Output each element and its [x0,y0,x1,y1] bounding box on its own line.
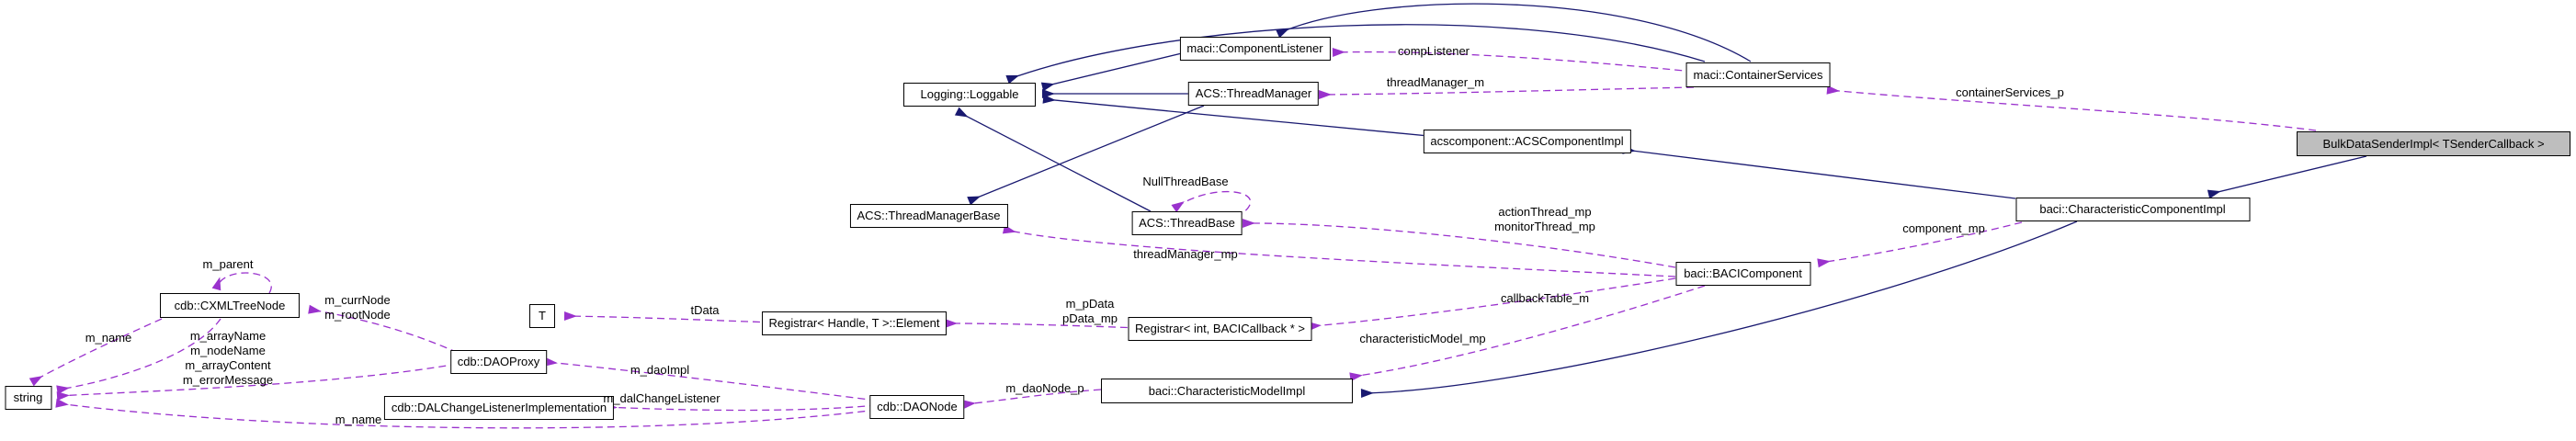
edge-cxmltreenode-uses-string-members [56,318,221,395]
edge-containerservices-inherits-componentlistener [1276,3,1752,62]
edge-bacicomponent-uses-registrar-int [1308,277,1676,332]
class-node-cdb-dao-proxy[interactable]: cdb::DAOProxy [449,350,548,374]
class-node-acscomponent-acs-component-impl[interactable]: acscomponent::ACSComponentImpl [1423,130,1631,153]
class-node-t[interactable]: T [529,304,555,328]
edge-label: m_arrayName m_nodeName m_arrayContent m_… [182,329,274,387]
edge-label: m_pData pData_mp [1062,297,1118,325]
edge-label: component_mp [1902,221,1985,235]
class-node-registrar-handle-t-element[interactable]: Registrar< Handle, T >::Element [761,311,948,335]
class-node-acs-thread-manager-base[interactable]: ACS::ThreadManagerBase [849,204,1008,228]
edge-label: containerServices_p [1956,85,2064,99]
class-node-maci-container-services[interactable]: maci::ContainerServices [1685,62,1831,87]
edge-cxmltreenode-uses-self-mparent [211,272,272,294]
class-node-baci-baci-component[interactable]: baci::BACIComponent [1675,262,1810,286]
edge-label: NullThreadBase [1142,175,1229,188]
edge-label: threadManager_mp [1133,247,1238,261]
class-node-registrar-int-bacicallback[interactable]: Registrar< int, BACICallback * > [1128,317,1312,341]
class-node-cdb-cxml-tree-node[interactable]: cdb::CXMLTreeNode [160,293,300,318]
edge-containerservices-inherits-loggable [1005,24,1706,85]
edge-characteristiccomponentimpl-inherits-acscomponentimpl [1622,144,2016,199]
edge-label: m_daoImpl [630,363,690,377]
edge-bacicomponent-uses-threadbase [1242,219,1676,268]
edge-daonode-uses-string-mname [55,398,878,429]
edge-label: m_dalChangeListener [603,391,721,405]
edge-element-uses-t [563,311,773,323]
edge-threadmanager-inherits-threadmanagerbase [967,105,1205,206]
edge-daonode-uses-dalchangelistener [604,401,878,412]
edge-threadbase-inherits-loggable [954,107,1152,212]
edge-characteristiccomponentimpl-uses-bacicomponent [1817,221,2023,268]
class-node-acs-thread-manager[interactable]: ACS::ThreadManager [1187,82,1320,106]
class-node-baci-characteristic-model-impl[interactable]: baci::CharacteristicModelImpl [1101,379,1353,403]
edge-containerservices-uses-componentlistener [1332,48,1695,73]
edge-label: m_name [335,413,382,426]
class-node-baci-characteristic-component-impl[interactable]: baci::CharacteristicComponentImpl [2015,198,2250,221]
class-node-acs-thread-base[interactable]: ACS::ThreadBase [1131,211,1243,235]
edge-bulkdatasenderimpl-uses-containerservices [1826,85,2317,131]
edge-bacicomponent-uses-threadmanagerbase [1002,224,1676,277]
edge-registrar-int-uses-element [944,318,1140,329]
edge-bulkdatasenderimpl-inherits-characteristiccomponentimpl [2207,155,2367,199]
class-node-logging-loggable[interactable]: Logging::Loggable [903,83,1036,107]
edge-containerservices-uses-threadmanager [1318,86,1695,100]
edge-label: characteristicModel_mp [1359,332,1486,345]
edge-label: threadManager_m [1386,75,1485,89]
edge-label: actionThread_mp monitorThread_mp [1494,205,1595,233]
class-node-cdb-dao-node[interactable]: cdb::DAONode [869,395,965,419]
class-node-maci-component-listener[interactable]: maci::ComponentListener [1179,37,1331,61]
class-node-bulk-data-sender-impl[interactable]: BulkDataSenderImpl< TSenderCallback > [2297,131,2570,156]
edge-label: tData [690,303,720,317]
edge-bacicomponent-uses-characteristicmodelimpl [1349,285,1706,382]
edge-acscomponentimpl-inherits-loggable [1042,94,1439,138]
edge-label: m_name [85,331,132,345]
edge-cxmltreenode-uses-string-mname [28,318,163,387]
edge-threadbase-uses-self-nullthreadbase [1171,190,1252,219]
edge-label: m_parent [202,257,254,271]
edge-label: compListener [1397,44,1470,58]
edge-characteristicmodelimpl-uses-daonode [962,389,1102,410]
edge-daoproxy-uses-cxmltreenode [308,304,459,354]
edge-label: m_currNode m_rootNode [324,293,391,322]
edge-characteristiccomponentimpl-inherits-characteristicmodelimpl [1360,220,2078,399]
edge-componentlistener-inherits-loggable [1040,51,1186,92]
class-node-cdb-dal-change-listener-implementation[interactable]: cdb::DALChangeListenerImplementation [383,396,615,420]
edge-daonode-uses-daoproxy [544,356,878,401]
edge-label: m_daoNode_p [1005,381,1084,395]
class-node-string[interactable]: string [5,386,51,410]
edge-daoproxy-uses-string [56,363,459,401]
edge-label: callbackTable_m [1500,291,1590,305]
